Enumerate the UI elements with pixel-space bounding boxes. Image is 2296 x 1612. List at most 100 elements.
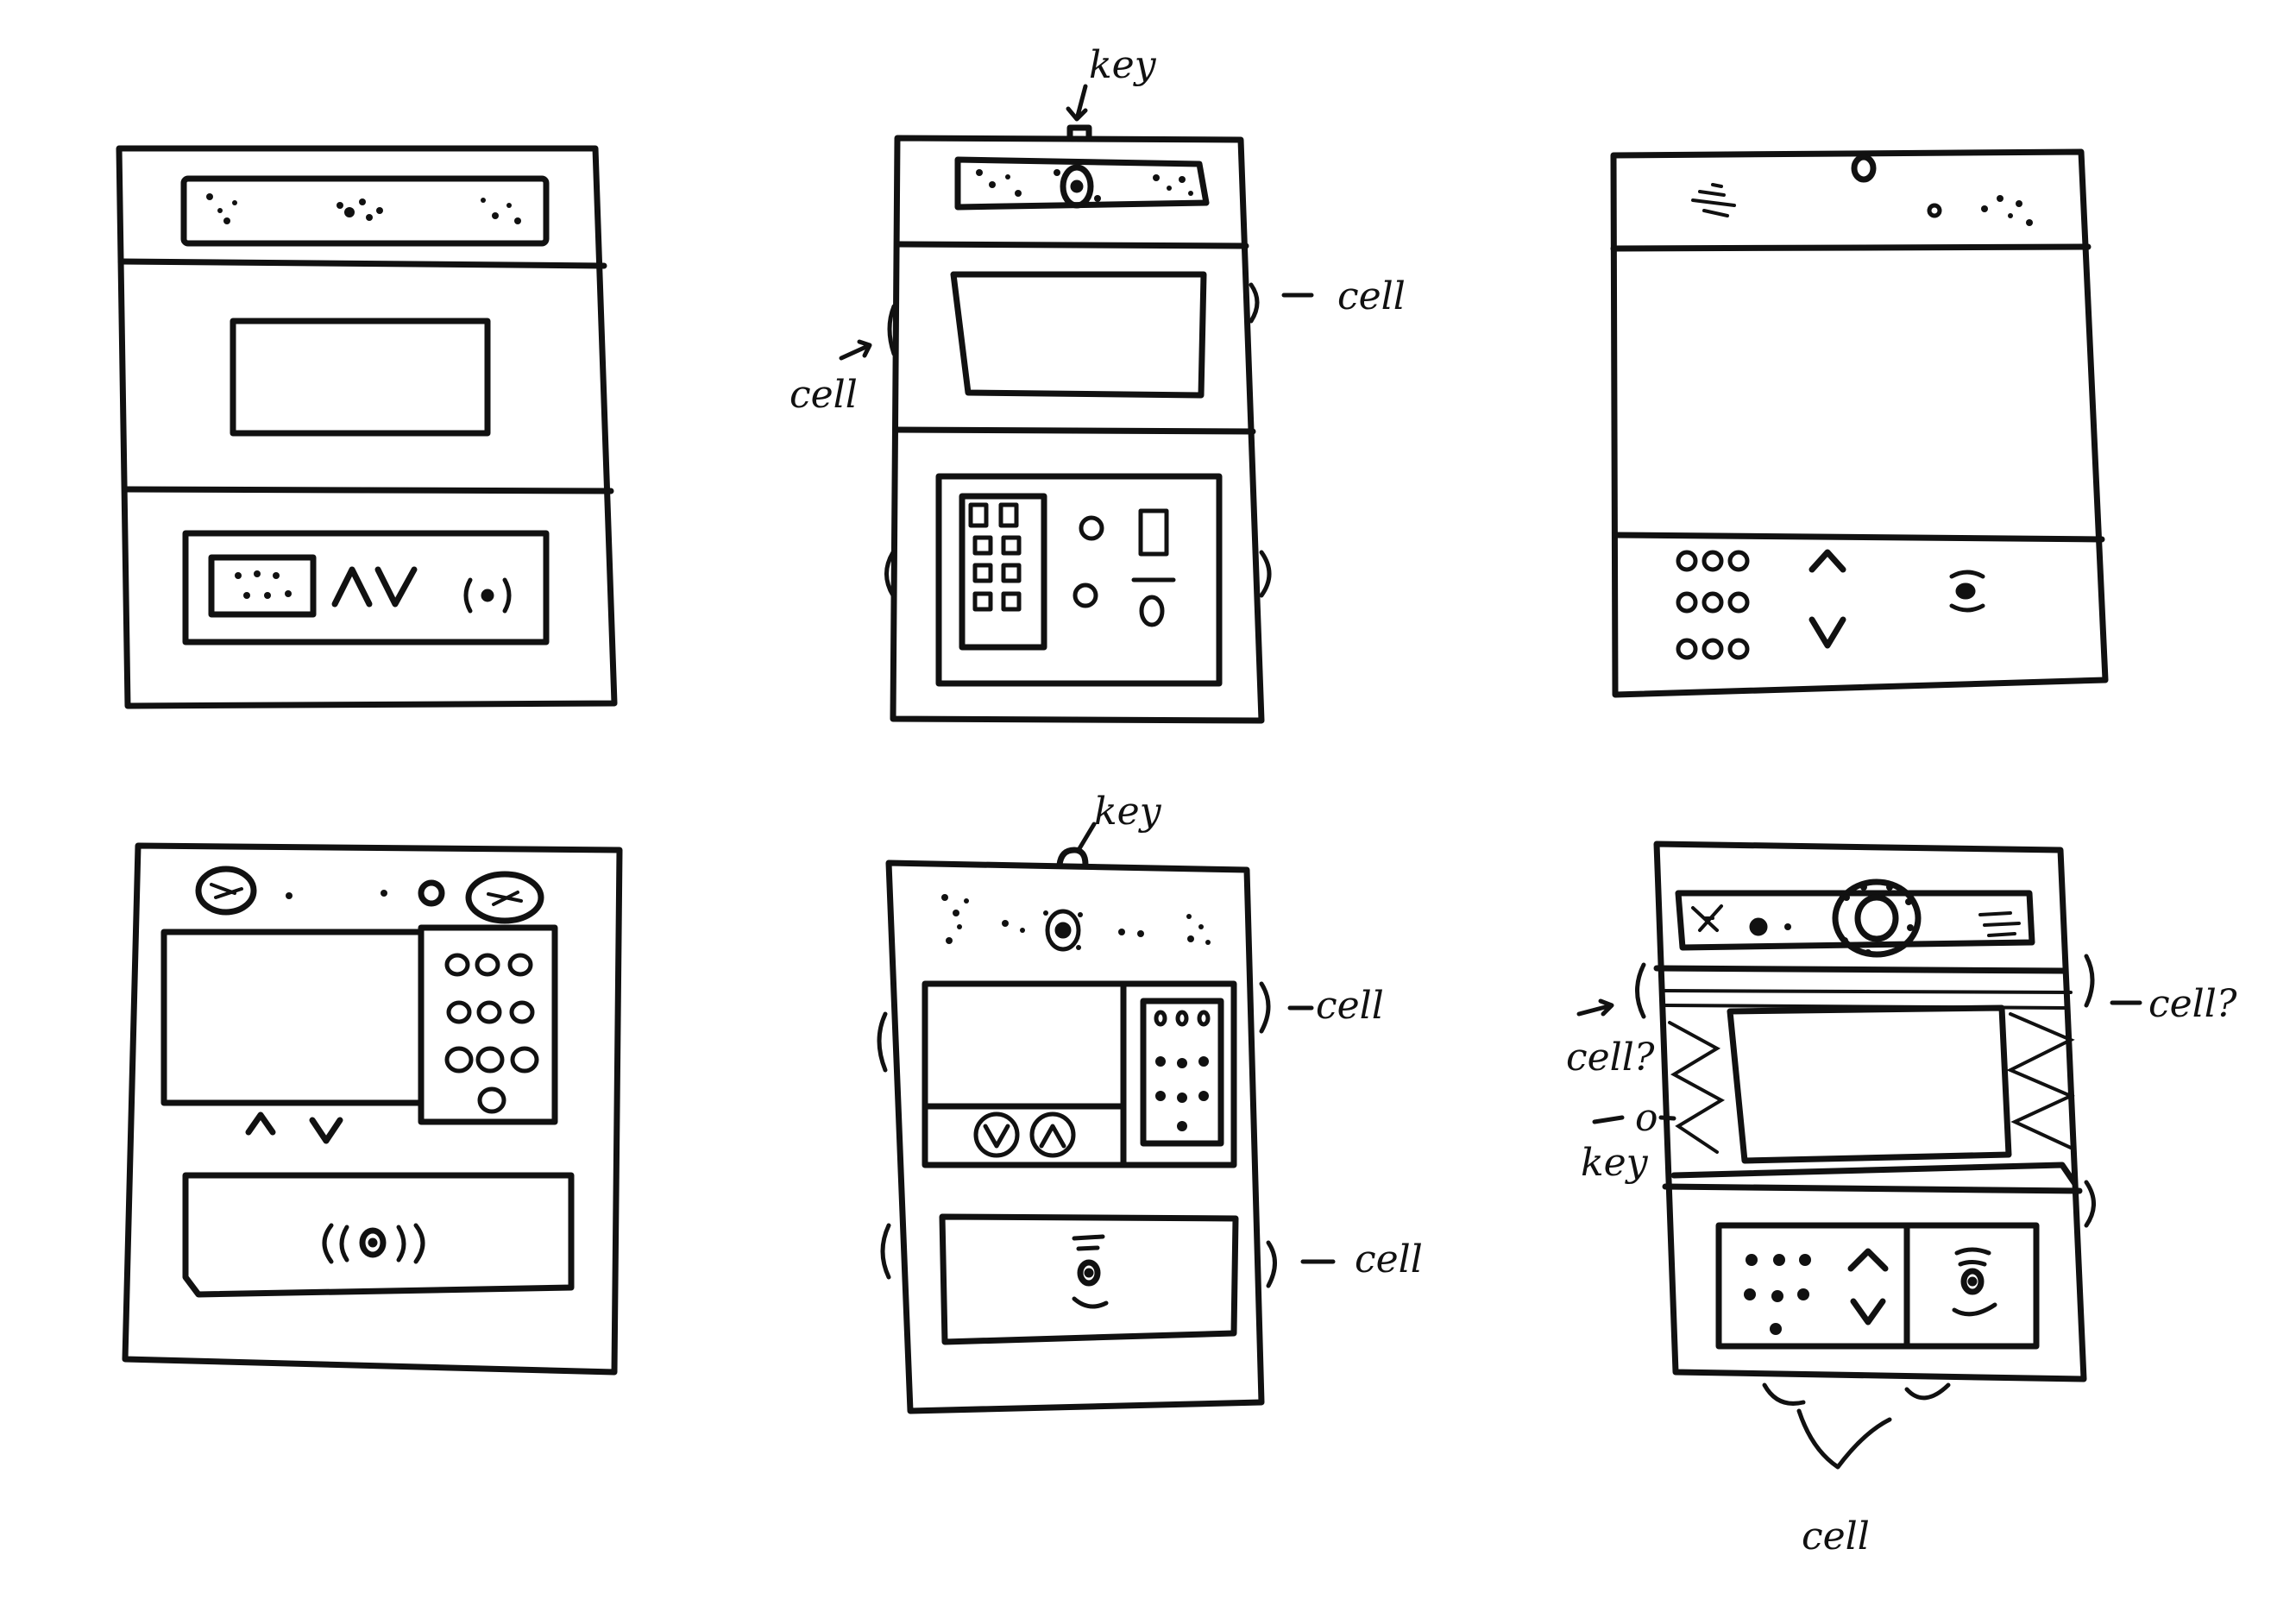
sketch-5-top-key — [1056, 847, 1089, 868]
speaker-grille-icon — [1981, 195, 2033, 226]
annotation-key: key — [1581, 1141, 1649, 1185]
annotation-cell: cell? — [2148, 982, 2237, 1026]
sketch-1 — [116, 145, 618, 709]
annotation-key: key — [1089, 43, 1157, 87]
sketch-6-bracket-right-low — [2084, 1180, 2096, 1228]
sketch-5-dot — [1137, 930, 1144, 937]
annotation-arrow — [1066, 84, 1088, 122]
sketch-6-foot-right — [1904, 1382, 1951, 1401]
sketch-2-side-bracket-left — [884, 550, 896, 598]
annotation-cell: cell? — [1566, 1036, 1655, 1080]
sketch-5-nfc-panel — [939, 1213, 1239, 1345]
sketch-6-bracket-right — [2084, 954, 2095, 1008]
sketch-3-indicator — [1927, 203, 1942, 218]
sketch-2-knob — [1139, 595, 1165, 627]
sketch-5-dot — [1118, 929, 1125, 935]
sketch-3-divider-bottom — [1612, 532, 2105, 543]
sketch-2-display — [950, 271, 1207, 399]
annotation-leader — [1796, 1408, 1892, 1470]
sketch-5: key cell cell — [877, 790, 1423, 1414]
speaker-grille-icon — [1978, 911, 2021, 937]
sketch-2-divider-bottom — [894, 426, 1256, 435]
sketch-4-dot — [286, 892, 293, 899]
up-down-arrows-icon — [973, 1111, 1076, 1158]
sketch-6-dot — [1784, 923, 1791, 930]
speaker-grille-icon — [1675, 890, 2035, 951]
sketch-5-bracket-right-top — [1259, 981, 1271, 1034]
camera-lens-icon — [1851, 154, 1877, 183]
sketch-6-divider-top — [1653, 965, 2067, 974]
sketch-6-frame — [1653, 841, 2087, 1382]
keypad-icon — [1676, 550, 1750, 660]
sketch-4-dot — [381, 890, 387, 897]
sketch-2-divider-top — [896, 241, 1249, 249]
annotation-pointer — [1076, 822, 1097, 853]
sketch-3-frame — [1610, 148, 2109, 698]
camera-lens-icon — [1054, 164, 1101, 209]
speaker-grille-icon — [195, 866, 257, 916]
sketch-6-display — [1727, 1004, 2012, 1164]
sketch-1-divider-top — [117, 258, 607, 269]
contactless-icon — [322, 1223, 425, 1264]
annotation-arrow — [1592, 1115, 1625, 1124]
annotation-cell: cell — [1316, 984, 1384, 1028]
sketch-3-divider-top — [1610, 243, 2092, 252]
sketch-5-bracket-left-bottom — [880, 1223, 891, 1280]
speaker-grille-icon — [180, 175, 550, 247]
sketch-5-bracket-right-bottom — [1266, 1240, 1277, 1288]
sketch-1-bottom-panel — [182, 530, 550, 645]
keypad-icon — [1744, 1254, 1811, 1335]
sketch-5-dot — [1002, 920, 1009, 927]
speaker-grille-icon — [1186, 914, 1211, 945]
annotation-cell: cell — [1337, 274, 1406, 318]
sketch-4-nfc-panel — [182, 1172, 575, 1298]
keypad-icon — [208, 554, 317, 618]
up-down-arrows-icon — [1847, 1248, 1889, 1325]
annotation-cell: cell — [1355, 1237, 1423, 1281]
annotation-key-marker: o — [1635, 1096, 1658, 1140]
sketch-4 — [122, 842, 623, 1376]
contactless-icon — [1949, 570, 1985, 613]
sketch-3 — [1610, 148, 2109, 698]
annotation-key: key — [1094, 790, 1162, 834]
sketch-6-foot-left — [1762, 1382, 1806, 1406]
card-slot-icon — [1138, 508, 1169, 557]
sketch-5-frame — [885, 860, 1265, 1414]
sketch-2-button-b — [1073, 582, 1098, 608]
sketch-5-dot — [1020, 928, 1025, 933]
sketch-4-keypad-panel — [418, 924, 558, 1125]
sketch-4-frame — [122, 842, 623, 1376]
keypad-icon — [1154, 1010, 1211, 1131]
sketch-6-bracket-left — [1635, 962, 1646, 1019]
sketch-6: cell? o key cell? cell — [1566, 841, 2237, 1558]
speaker-grille-icon — [954, 156, 1210, 211]
sketch-5-keypad — [1140, 998, 1224, 1147]
sketch-6-dot — [1749, 917, 1768, 936]
up-down-arrows-icon — [245, 1111, 343, 1144]
keypad-icon — [959, 493, 1047, 651]
camera-lens-icon — [418, 879, 445, 907]
annotation-arrow — [839, 339, 872, 361]
up-down-arrows-icon — [331, 566, 418, 608]
sketch-2-top-key — [1066, 124, 1092, 142]
camera-lens-icon — [1832, 878, 1922, 958]
speaker-grille-icon — [1691, 183, 1736, 217]
annotation-cell: cell — [1802, 1514, 1870, 1558]
sketch-5-bracket-left-top — [877, 1011, 888, 1073]
keypad-icon — [444, 953, 539, 1114]
sketch-1-divider-bottom — [123, 486, 614, 494]
contactless-icon — [1072, 1234, 1109, 1309]
sketch-6-divider-bottom — [1662, 1183, 2083, 1194]
annotation-cell: cell — [789, 373, 858, 417]
contactless-icon — [1952, 1247, 1997, 1317]
sketch-1-display — [230, 318, 491, 437]
sketch-2-button-a — [1079, 515, 1104, 541]
sketch-2-bottom-panel — [935, 473, 1223, 687]
sketch-2-side-bracket-right — [1259, 550, 1272, 598]
sketch-2-cell-bracket-right — [1249, 282, 1260, 324]
sketch-2: key cell cell — [789, 43, 1406, 724]
speaker-grille-icon — [465, 871, 544, 924]
speaker-grille-icon — [941, 894, 969, 944]
sketch-2-frame — [890, 135, 1265, 724]
